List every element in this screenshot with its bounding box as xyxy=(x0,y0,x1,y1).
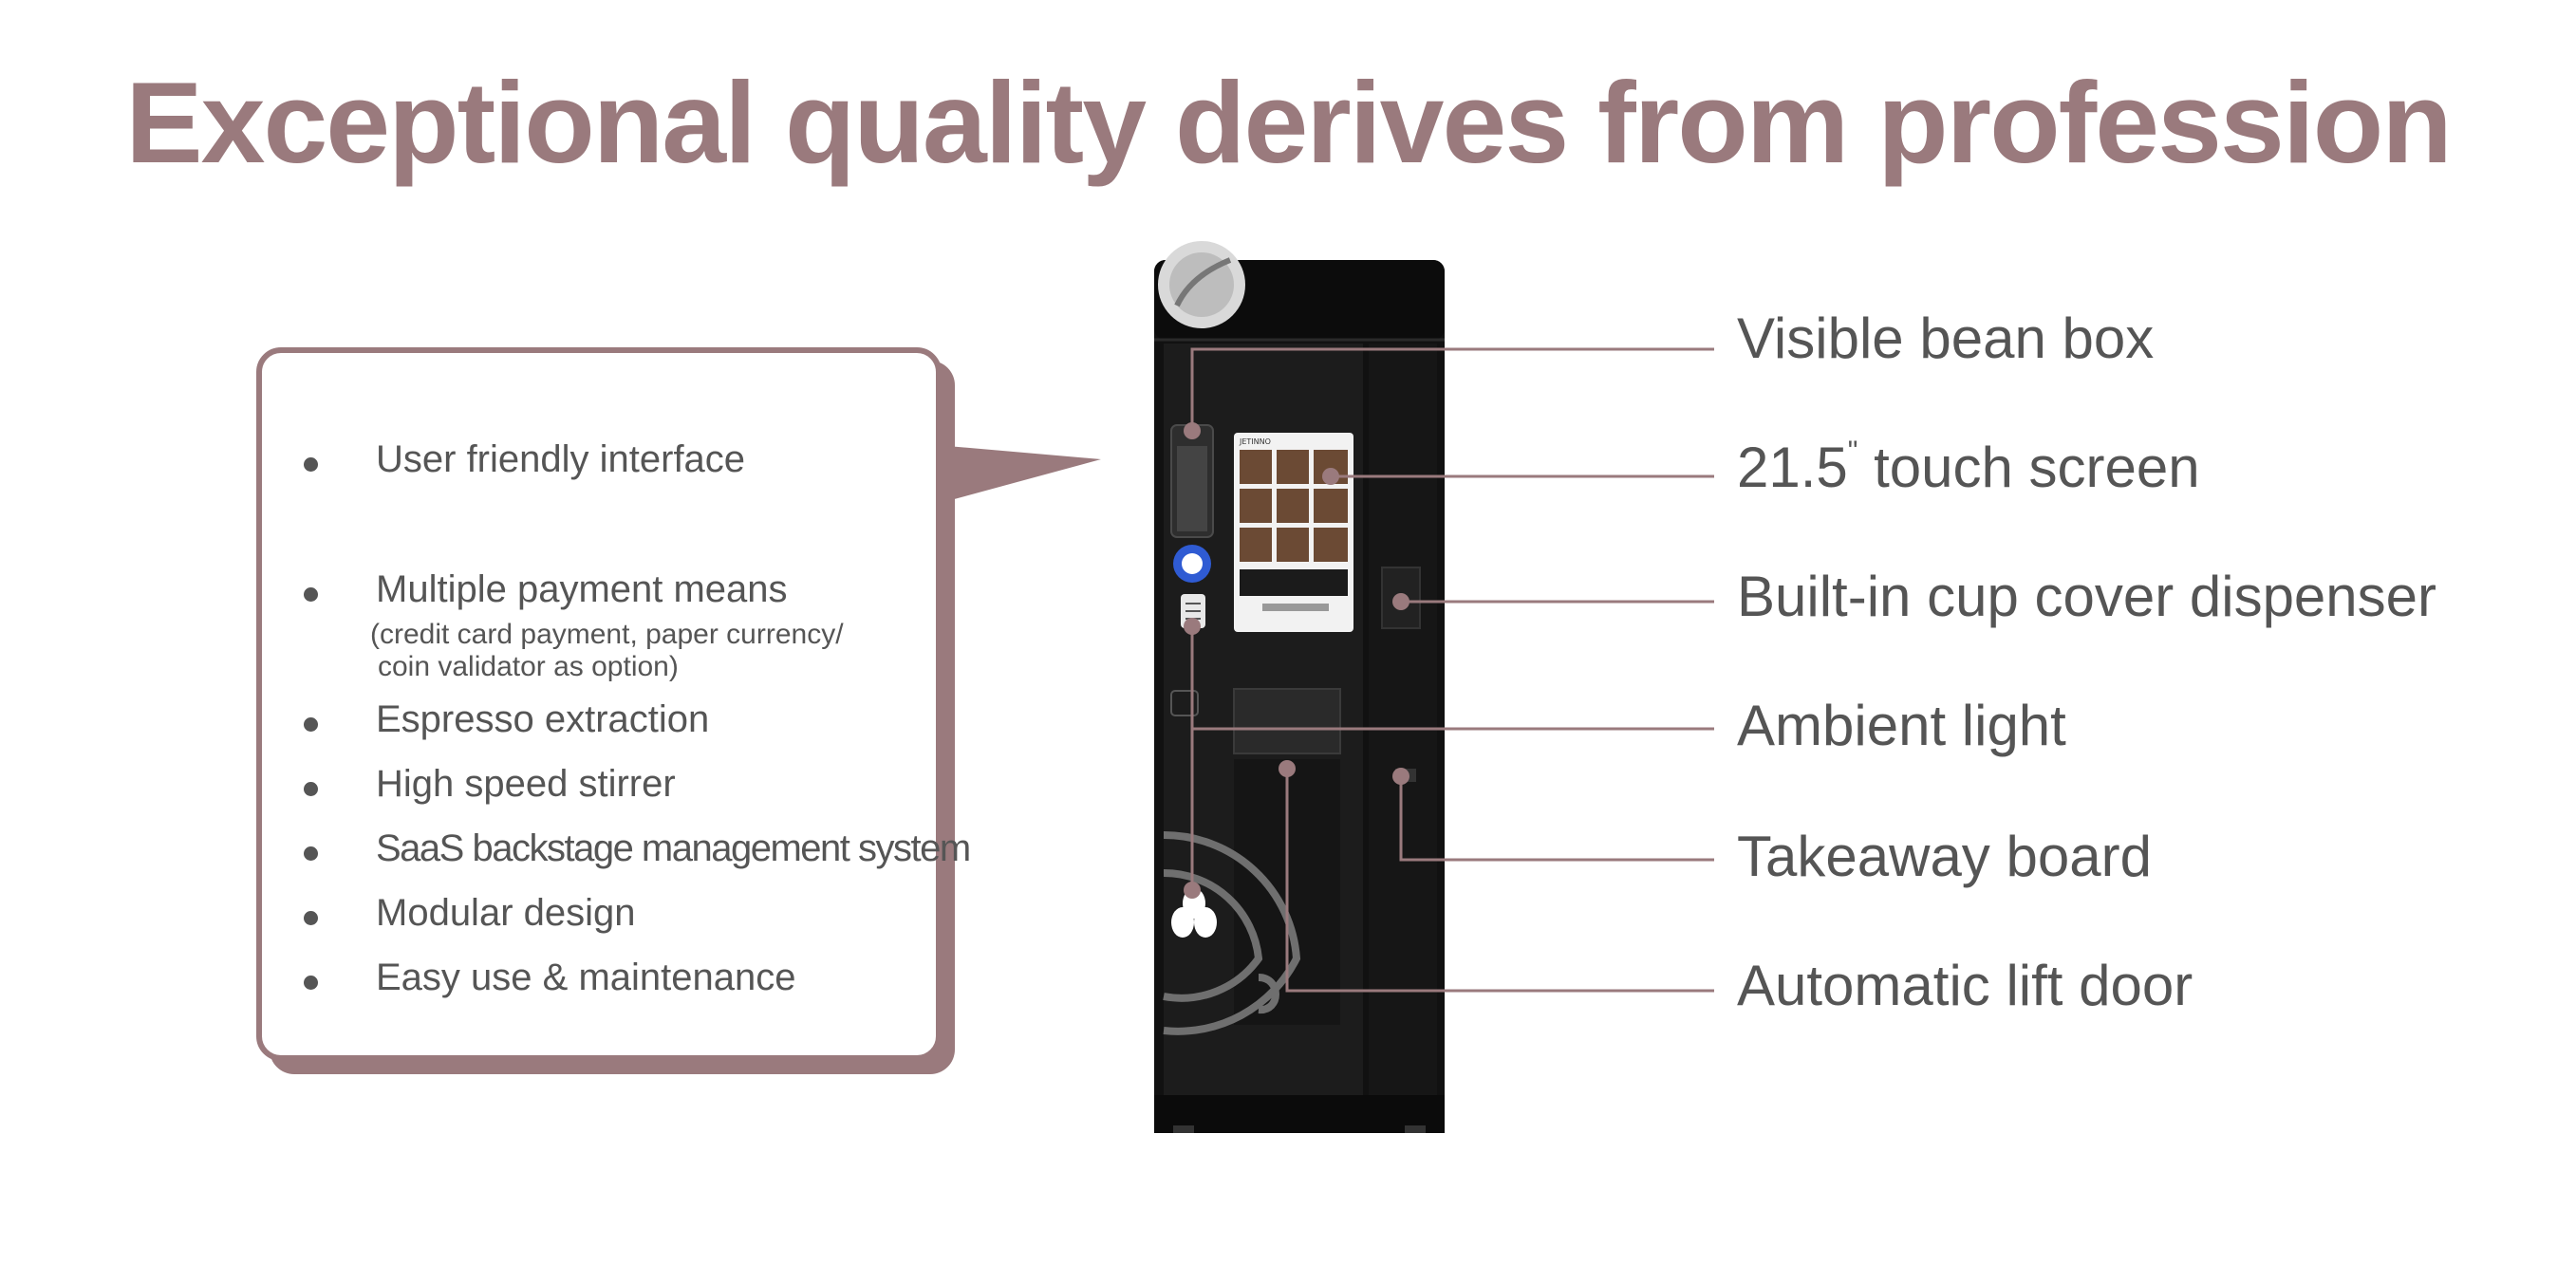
inch-mark: " xyxy=(1847,436,1858,467)
feature-label: Modular design xyxy=(376,892,636,934)
bullet-icon xyxy=(304,976,318,990)
feature-sublabel: (credit card payment, paper currency/ xyxy=(370,619,844,650)
feature-label: Espresso extraction xyxy=(376,698,710,740)
feature-callout-box: User friendly interface Multiple payment… xyxy=(256,347,971,1061)
touch-screen-text: touch screen xyxy=(1857,436,2200,499)
callout-pointer xyxy=(947,446,1101,501)
feature-label: SaaS backstage management system xyxy=(376,827,971,869)
feature-sublabel: coin validator as option) xyxy=(378,651,679,682)
callout-label-lift-door: Automatic lift door xyxy=(1737,954,2193,1017)
bullet-icon xyxy=(304,846,318,861)
vending-machine: JETINNO xyxy=(1154,241,1445,1133)
feature-label: Easy use & maintenance xyxy=(376,957,796,998)
coffee-cup-icon xyxy=(1163,830,1301,1035)
coffee-bean-icon xyxy=(1158,241,1245,328)
callout-connectors xyxy=(1190,347,1714,993)
screen-size-number: 21.5 xyxy=(1737,436,1848,499)
bullet-icon xyxy=(304,911,318,925)
page-title: Exceptional quality derives from profess… xyxy=(125,58,2453,187)
screen-brand: JETINNO xyxy=(1239,437,1271,446)
callout-label-cup-cover: Built-in cup cover dispenser xyxy=(1737,565,2437,628)
callout-dots xyxy=(1184,422,1409,899)
feature-label: User friendly interface xyxy=(376,438,746,480)
bullet-icon xyxy=(304,782,318,796)
callout-label-takeaway-board: Takeaway board xyxy=(1737,825,2152,888)
dispensing-window xyxy=(1233,688,1341,754)
callout-label-ambient-light: Ambient light xyxy=(1737,694,2066,757)
feature-label: High speed stirrer xyxy=(376,763,676,805)
connector-line xyxy=(1399,776,1714,862)
bullet-icon xyxy=(304,587,318,602)
bullet-icon xyxy=(304,717,318,732)
callout-label-touch-screen: 21.5" touch screen xyxy=(1737,435,2200,500)
machine-side-column xyxy=(1369,344,1437,1095)
touch-screen: JETINNO xyxy=(1234,433,1353,632)
callout-label-bean-box: Visible bean box xyxy=(1737,307,2155,370)
connector-line xyxy=(1190,347,1714,425)
feature-label: Multiple payment means xyxy=(376,568,788,610)
connector-line xyxy=(1285,769,1714,993)
nfc-reader-icon xyxy=(1173,545,1211,583)
machine-base xyxy=(1154,1095,1445,1133)
bullet-icon xyxy=(304,457,318,472)
